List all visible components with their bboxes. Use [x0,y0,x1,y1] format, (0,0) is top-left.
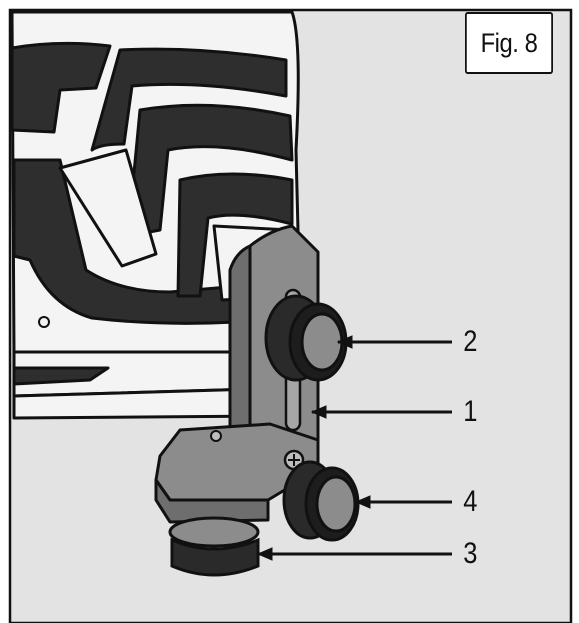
leader-lines [256,335,452,561]
adjust-wheel [168,516,260,577]
lower-knob [282,460,360,542]
callout-upper-knob: 2 [463,325,478,358]
callout-bracket: 1 [463,395,478,428]
callout-adjust-wheel: 3 [463,537,478,570]
callout-lower-knob: 4 [463,485,478,518]
figure-number-label: Fig. 8 [465,12,553,74]
upper-knob [264,294,348,382]
foot-hole [210,430,222,442]
